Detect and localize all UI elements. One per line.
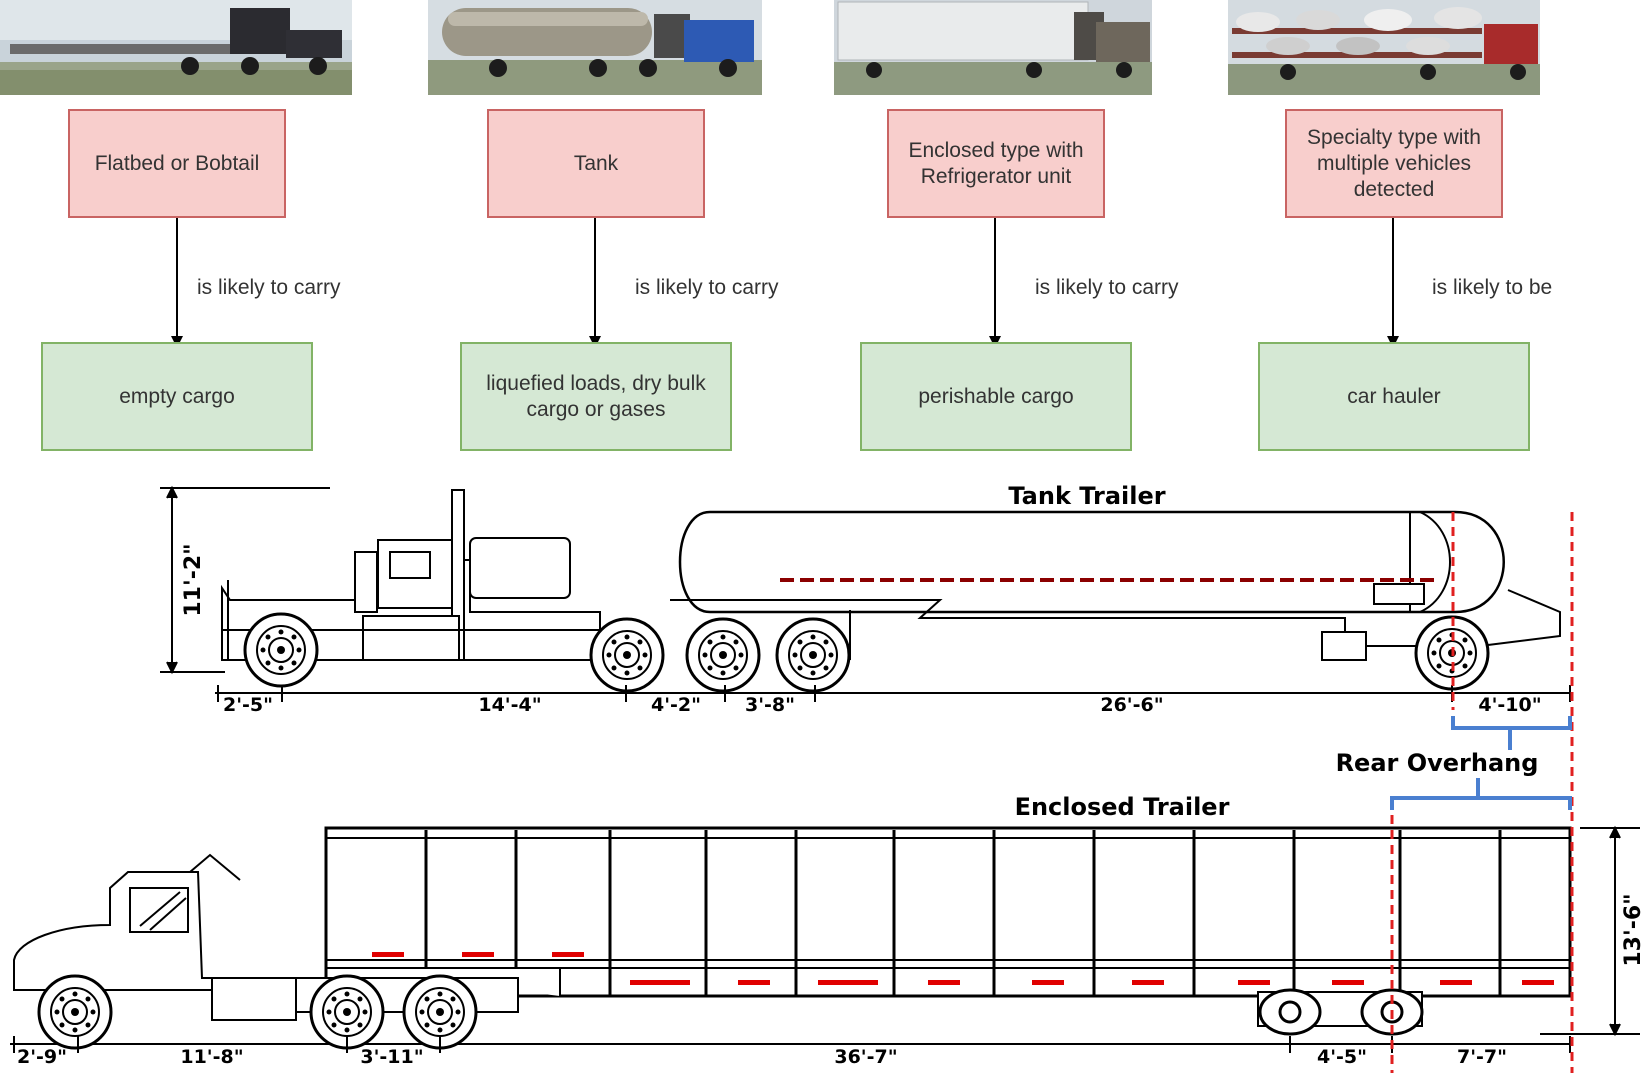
dimension-label: 4'-10" xyxy=(1478,694,1541,716)
tank-trailer-drawing xyxy=(160,485,1570,694)
wheel-icon xyxy=(685,617,761,693)
dimension-label: 11'-8" xyxy=(180,1046,243,1068)
dimension-label: 4'-2" xyxy=(651,694,701,716)
dimension-label: 26'-6" xyxy=(1100,694,1163,716)
type-label: Specialty type with multiple vehicles de… xyxy=(1307,125,1481,201)
wheel-icon xyxy=(37,974,113,1050)
cargo-box-empty: empty cargo xyxy=(41,342,313,451)
flatbed-truck-photo xyxy=(0,0,352,95)
dimension-label: 36'-7" xyxy=(834,1046,897,1068)
type-box-specialty: Specialty type with multiple vehicles de… xyxy=(1285,109,1503,218)
dimension-label: 14'-4" xyxy=(478,694,541,716)
cargo-label: empty cargo xyxy=(119,384,235,408)
car-hauler-photo xyxy=(1228,0,1540,95)
wheel-icon xyxy=(243,612,319,688)
marker-lights xyxy=(372,952,1554,985)
rear-overhang-markers xyxy=(1390,512,1574,1073)
dimension-label: 4'-5" xyxy=(1317,1046,1367,1068)
relation-label: is likely to carry xyxy=(635,276,779,299)
cargo-label: liquefied loads, dry bulk cargo or gases xyxy=(486,371,706,421)
cargo-box-car-hauler: car hauler xyxy=(1258,342,1530,451)
enclosed-height-label: 13'-6" xyxy=(1621,893,1646,966)
tank-truck-photo xyxy=(428,0,762,95)
type-label: Enclosed type with Refrigerator unit xyxy=(908,138,1084,188)
wheel-icon xyxy=(775,617,851,693)
relation-label: is likely to carry xyxy=(1035,276,1179,299)
dimension-label: 2'-5" xyxy=(223,694,273,716)
dimension-label: 3'-8" xyxy=(745,694,795,716)
tank-height-label: 11'-2" xyxy=(181,543,206,616)
cargo-label: car hauler xyxy=(1347,384,1441,408)
type-box-enclosed: Enclosed type with Refrigerator unit xyxy=(887,109,1105,218)
wheel-icon xyxy=(589,617,665,693)
type-label: Tank xyxy=(573,151,619,175)
cargo-box-liquefied: liquefied loads, dry bulk cargo or gases xyxy=(460,342,732,451)
type-box-tank: Tank xyxy=(487,109,705,218)
dimension-label: 7'-7" xyxy=(1457,1046,1507,1068)
relation-label: is likely to carry xyxy=(197,276,341,299)
enclosed-trailer-title: Enclosed Trailer xyxy=(1015,793,1230,821)
type-label: Flatbed or Bobtail xyxy=(94,151,260,175)
type-box-flatbed: Flatbed or Bobtail xyxy=(68,109,286,218)
cargo-label: perishable cargo xyxy=(918,384,1074,408)
rear-overhang-label: Rear Overhang xyxy=(1336,749,1539,777)
dimension-label: 3'-11" xyxy=(360,1046,423,1068)
cargo-box-perishable: perishable cargo xyxy=(860,342,1132,451)
tank-trailer-title: Tank Trailer xyxy=(1008,482,1165,510)
dimension-label: 2'-9" xyxy=(17,1046,67,1068)
relation-label: is likely to be xyxy=(1432,276,1553,299)
reefer-truck-photo xyxy=(834,0,1152,95)
tank-dimension-ticks xyxy=(217,685,1571,702)
